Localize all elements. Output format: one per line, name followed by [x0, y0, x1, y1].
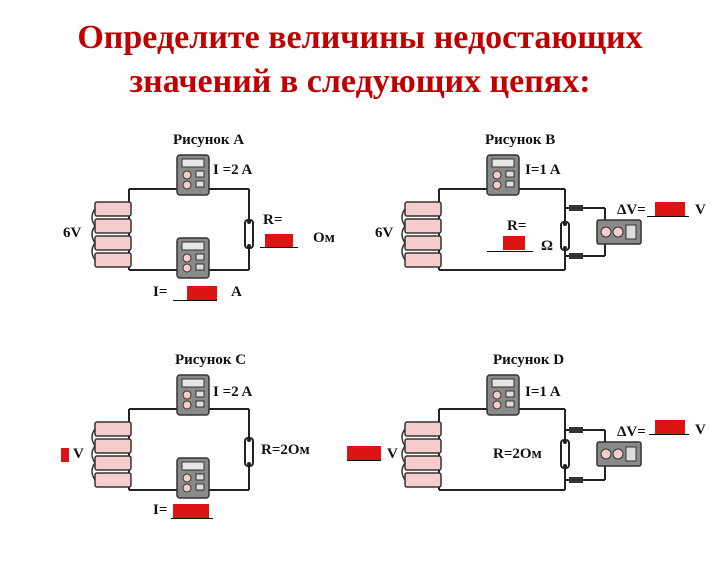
- figure-a-ammeter-top-reading: I =2 A: [213, 162, 253, 178]
- figure-a-resistor-label: R=: [263, 212, 283, 228]
- figure-b-source-voltage: 6V: [375, 225, 394, 241]
- figure-b-resistor-unit: Ω: [541, 238, 554, 254]
- figure-a-source-voltage: 6V: [63, 225, 82, 241]
- figure-b-voltmeter-label: ΔV=: [617, 202, 646, 218]
- answer-blank[interactable]: [655, 420, 685, 434]
- ammeter-icon: [176, 457, 210, 499]
- figure-c-ammeter-top-reading: I =2 A: [213, 384, 253, 400]
- ammeter-icon: [486, 154, 520, 196]
- resistor-icon: [560, 221, 570, 251]
- answer-blank[interactable]: [61, 448, 69, 462]
- battery-stack-c: [91, 421, 132, 488]
- answer-blank[interactable]: [503, 236, 525, 250]
- figure-d: Рисунок D I=1 A R=2Ом ΔV= V: [375, 350, 720, 580]
- figure-b-voltmeter-unit: V: [695, 202, 706, 218]
- circuit-b-diagram: [401, 154, 642, 271]
- battery-cell: [94, 201, 132, 268]
- answer-blank[interactable]: [173, 504, 209, 518]
- answer-underline: [487, 251, 533, 252]
- title-line-1: Определите величины недостающих: [77, 19, 643, 56]
- ammeter-icon: [176, 237, 210, 279]
- figure-d-voltmeter-unit: V: [695, 422, 706, 438]
- resistor-icon: [244, 437, 254, 467]
- answer-blank[interactable]: [187, 286, 217, 300]
- figure-a-caption: Рисунок A: [173, 132, 245, 148]
- figure-a: Рисунок A I =2 A 6V R= Ом I= A: [55, 130, 415, 360]
- battery-stack-b: [401, 201, 442, 268]
- answer-underline: [173, 300, 217, 301]
- page-title: Определите величины недостающих значений…: [0, 16, 720, 104]
- ammeter-icon: [176, 154, 210, 196]
- battery-stack-a: [91, 201, 132, 268]
- figure-a-resistor-unit: Ом: [313, 230, 335, 246]
- answer-underline: [347, 460, 381, 461]
- resistor-icon: [560, 439, 570, 469]
- figure-b-resistor-label: R=: [507, 218, 527, 234]
- figure-b-ammeter-top-reading: I=1 A: [525, 162, 561, 178]
- battery-cell: [94, 421, 132, 488]
- figure-b: Рисунок B I=1 A 6V R= Ω ΔV= V: [375, 130, 720, 360]
- figure-a-ammeter-bottom-label: I=: [153, 284, 168, 300]
- battery-stack-d: [401, 421, 442, 488]
- figure-c-caption: Рисунок C: [175, 352, 247, 368]
- answer-blank[interactable]: [655, 202, 685, 216]
- voltmeter-icon: [596, 441, 642, 467]
- circuit-c-diagram: [91, 374, 254, 499]
- battery-cell: [404, 201, 442, 268]
- figure-c-side-unit: V: [387, 446, 398, 462]
- answer-blank[interactable]: [265, 234, 293, 248]
- circuit-d-diagram: [401, 374, 642, 491]
- figure-d-voltmeter-label: ΔV=: [617, 424, 646, 440]
- ammeter-icon: [486, 374, 520, 416]
- resistor-icon: [244, 219, 254, 249]
- figure-c-source-unit: V: [73, 446, 84, 462]
- circuit-a-diagram: [91, 154, 254, 279]
- answer-blank[interactable]: [347, 446, 381, 460]
- voltmeter-icon: [596, 219, 642, 245]
- answer-underline: [649, 434, 689, 435]
- figure-b-caption: Рисунок B: [485, 132, 556, 148]
- figure-d-ammeter-top-reading: I=1 A: [525, 384, 561, 400]
- answer-underline: [171, 518, 213, 519]
- figure-d-resistor-label: R=2Ом: [493, 446, 542, 462]
- figure-c: Рисунок C I =2 A V R=2Ом V I=: [55, 350, 415, 580]
- figure-d-caption: Рисунок D: [493, 352, 565, 368]
- answer-underline: [647, 216, 689, 217]
- ammeter-icon: [176, 374, 210, 416]
- figure-c-ammeter-bottom-label: I=: [153, 502, 168, 518]
- figure-c-resistor-label: R=2Ом: [261, 442, 310, 458]
- answer-underline: [260, 247, 298, 248]
- title-line-2: значений в следующих цепях:: [129, 63, 591, 100]
- battery-cell: [404, 421, 442, 488]
- figure-a-ammeter-bottom-unit: A: [231, 284, 242, 300]
